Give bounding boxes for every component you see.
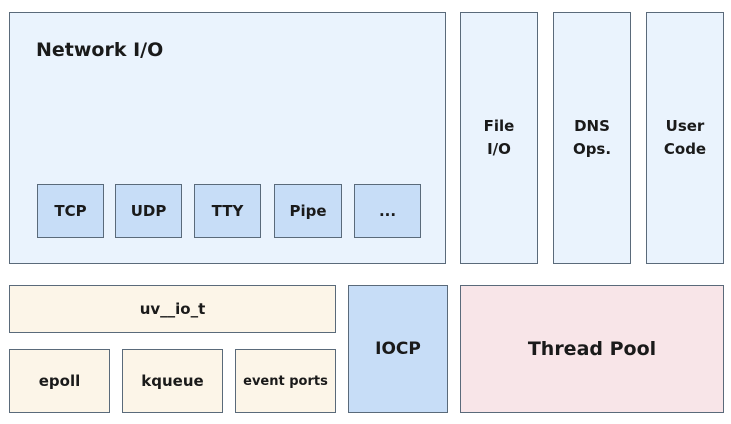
uv-io-t-box: uv__io_t — [9, 285, 336, 333]
pipe-label: Pipe — [289, 201, 327, 220]
user-code-box: User Code — [646, 12, 724, 264]
udp-label: UDP — [130, 201, 167, 220]
epoll-box: epoll — [9, 349, 110, 413]
tcp-label: TCP — [54, 201, 87, 220]
kqueue-box: kqueue — [122, 349, 223, 413]
file-io-label: File I/O — [483, 117, 515, 158]
event-ports-label: event ports — [243, 373, 328, 389]
iocp-box: IOCP — [348, 285, 448, 413]
tty-label: TTY — [211, 201, 244, 220]
event-ports-box: event ports — [235, 349, 336, 413]
user-code-label: User Code — [663, 117, 707, 158]
epoll-label: epoll — [38, 371, 81, 390]
iocp-label: IOCP — [375, 339, 421, 359]
udp-box: UDP — [115, 184, 182, 238]
dns-ops-box: DNS Ops. — [553, 12, 631, 264]
tty-box: TTY — [194, 184, 261, 238]
uv-io-t-label: uv__io_t — [139, 299, 206, 318]
more-box: ... — [354, 184, 421, 238]
file-io-box: File I/O — [460, 12, 538, 264]
thread-pool-label: Thread Pool — [527, 338, 657, 360]
thread-pool-box: Thread Pool — [460, 285, 724, 413]
network-io-title: Network I/O — [36, 39, 164, 61]
pipe-box: Pipe — [274, 184, 342, 238]
kqueue-label: kqueue — [141, 371, 204, 390]
tcp-box: TCP — [37, 184, 104, 238]
dns-ops-label: DNS Ops. — [572, 117, 612, 158]
more-label: ... — [378, 201, 397, 220]
